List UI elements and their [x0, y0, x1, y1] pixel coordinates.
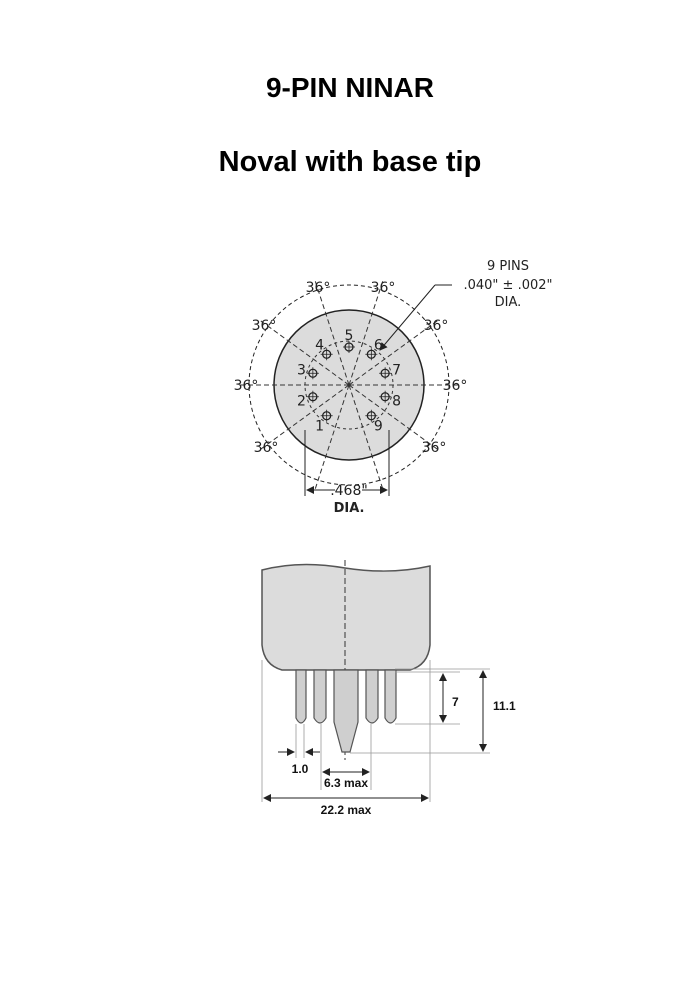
side-pin [295, 669, 307, 724]
side-view-diagram: 7 11.1 1.0 6.3 max 22.2 max [261, 560, 516, 817]
angle-label: 36° [252, 318, 277, 334]
pins-note-3: DIA. [495, 295, 522, 310]
side-pin [365, 669, 379, 724]
angle-label: 36° [254, 440, 279, 456]
total-height-dim: 11.1 [493, 699, 516, 713]
tip-width-dim: 6.3 max [324, 776, 368, 790]
pin-label-2: 2 [297, 393, 306, 409]
pins-note-2: .040" ± .002" [463, 278, 552, 293]
angle-label: 36° [422, 440, 447, 456]
angle-labels: 36° 36° 36° 36° 36° 36° 36° 36° [234, 280, 468, 456]
pin-label-1: 1 [315, 418, 324, 434]
base-tip [333, 669, 359, 753]
side-pin [384, 669, 397, 724]
pin-label-5: 5 [345, 328, 354, 344]
angle-label: 36° [306, 280, 331, 296]
pin-label-3: 3 [297, 363, 306, 379]
page-subtitle: Noval with base tip [218, 146, 482, 178]
body-width-dim: 22.2 max [321, 803, 372, 817]
circle-dia-value: .468" [330, 483, 368, 499]
angle-label: 36° [371, 280, 396, 296]
angle-label: 36° [424, 318, 449, 334]
pin-label-9: 9 [374, 418, 383, 434]
pin-circle-diagram: 12 34 5 67 89 36° 36° 36° 36° 36° 36° 36° 36° 9 PIN… [234, 259, 553, 516]
side-pins [295, 669, 397, 724]
pins [306, 341, 392, 422]
circle-dia-label: DIA. [334, 501, 365, 516]
bolt-circle [304, 340, 394, 430]
angle-label: 36° [443, 378, 468, 394]
pin-length-dim: 7 [452, 695, 459, 709]
radial-lines [239, 280, 459, 490]
pin-label-8: 8 [392, 393, 401, 409]
pin-dia-dim: 1.0 [292, 762, 309, 776]
pin-label-6: 6 [374, 338, 383, 354]
side-pin [313, 669, 327, 724]
pin-labels: 12 34 5 67 89 [297, 328, 401, 434]
tube-body [261, 563, 431, 671]
pin-label-7: 7 [392, 363, 401, 379]
page-title: 9-PIN NINAR [265, 72, 434, 103]
pin-label-4: 4 [315, 338, 324, 354]
angle-label: 36° [234, 378, 259, 394]
pins-note-1: 9 PINS [487, 259, 529, 274]
